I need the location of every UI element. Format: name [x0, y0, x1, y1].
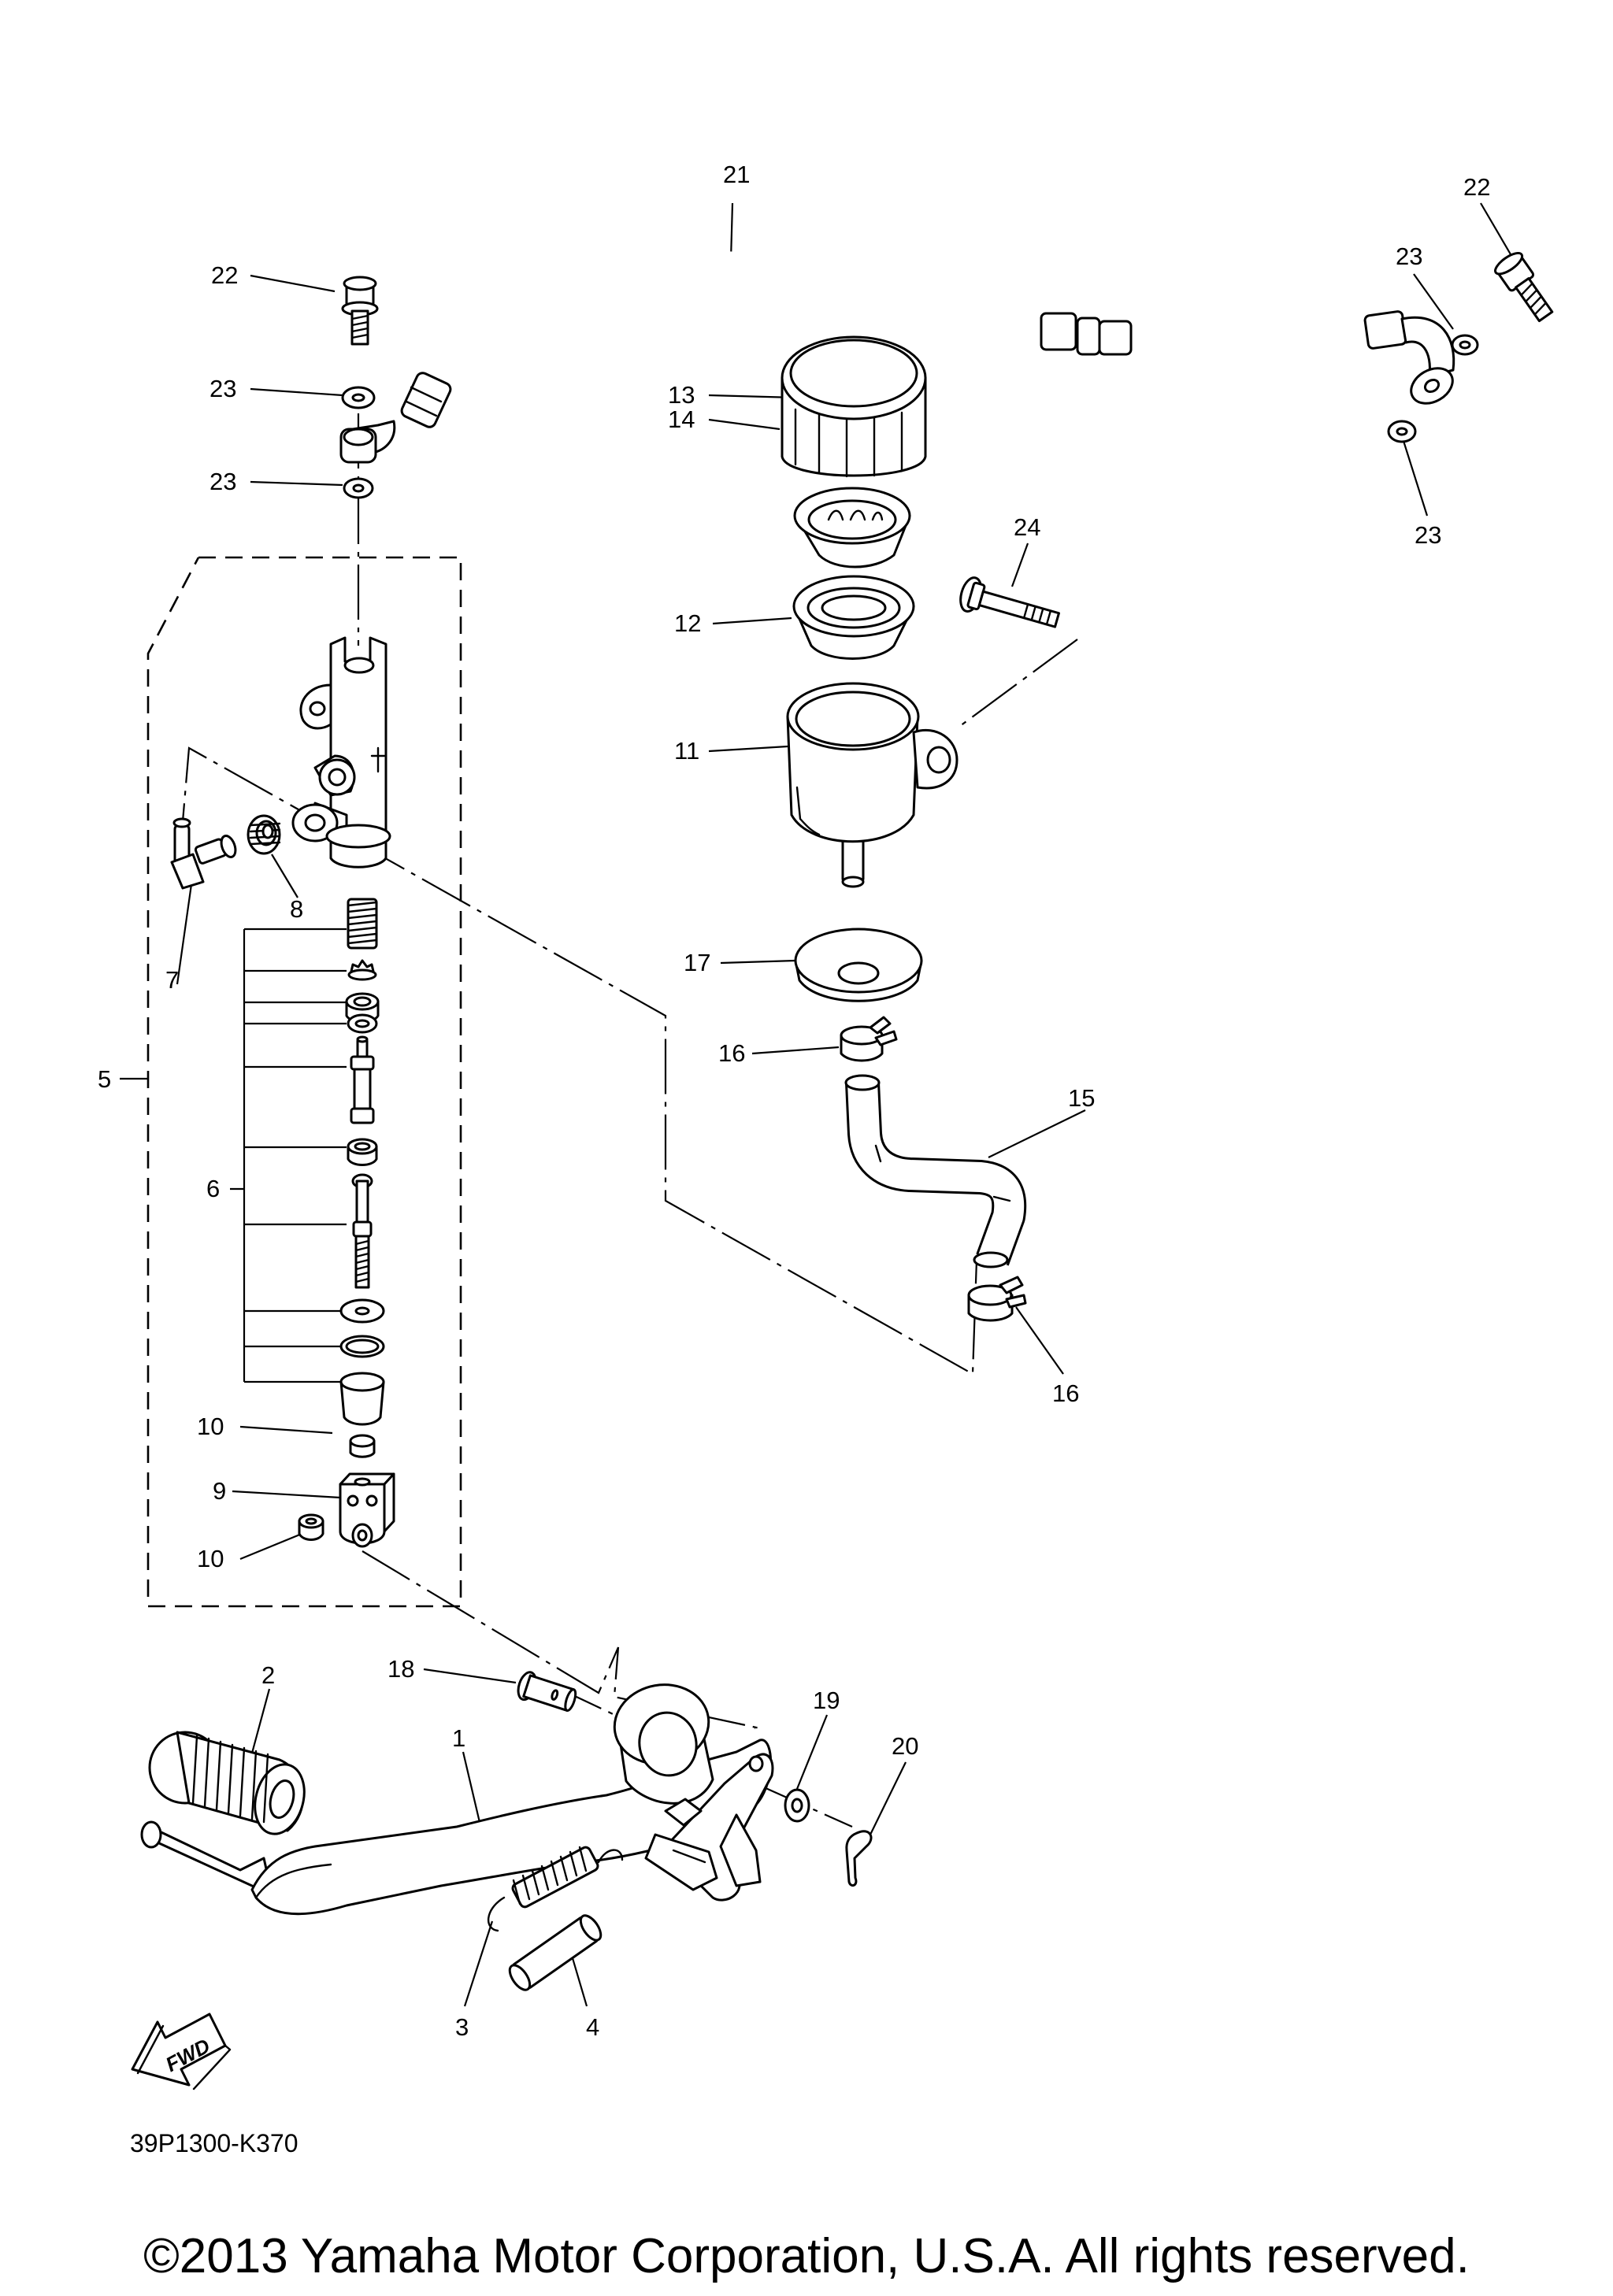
union-bolt-22-right: [1494, 251, 1554, 323]
copper-washers-23-right: [1387, 334, 1479, 443]
callout-10-top: 10: [197, 1413, 224, 1440]
centerlines: [178, 413, 1078, 1828]
footrest-rubber-2: [148, 1731, 306, 1835]
callout-20: 20: [892, 1732, 918, 1760]
callout-23-right-top: 23: [1396, 243, 1422, 270]
hose-clip-16-top: [840, 1016, 898, 1062]
part-code: 39P1300-K370: [130, 2129, 298, 2157]
cylinder-kit-6: [339, 898, 385, 1426]
callout-19: 19: [813, 1687, 840, 1714]
callout-1: 1: [452, 1724, 465, 1752]
callout-3: 3: [455, 2013, 469, 2041]
assembly-5-outline: [146, 556, 462, 1608]
callout-21: 21: [723, 161, 750, 188]
callout-6: 6: [206, 1175, 220, 1202]
callout-8: 8: [290, 895, 303, 923]
cotter-pin-20: [845, 1830, 873, 1887]
reservoir-cap-14: [781, 335, 927, 478]
callout-16-bottom: 16: [1052, 1379, 1079, 1407]
callout-9: 9: [213, 1477, 226, 1505]
return-spring-3: [487, 1846, 624, 1932]
callout-22-right: 22: [1463, 173, 1490, 201]
callout-2: 2: [261, 1661, 275, 1689]
sleeve-4: [508, 1914, 603, 1991]
grommet-17: [794, 928, 923, 1002]
copyright-notice: ©2013 Yamaha Motor Corporation, U.S.A. A…: [143, 2229, 1470, 2283]
callout-15: 15: [1068, 1084, 1095, 1112]
callout-23-left-bottom: 23: [210, 468, 236, 495]
copper-washers-23-left: [339, 386, 377, 499]
callout-22-left: 22: [211, 261, 238, 289]
callout-14: 14: [668, 406, 695, 433]
o-ring-8: [247, 814, 281, 855]
hose-joint-7: [170, 817, 237, 890]
union-bolt-22-left: [341, 276, 379, 346]
master-cylinder-body: [291, 636, 391, 868]
reservoir-hose-15: [844, 1074, 1027, 1268]
diaphragm-12: [792, 575, 915, 660]
bolt-24: [959, 576, 1060, 628]
hose-clip-16-bottom: [967, 1276, 1027, 1322]
callout-10-bottom: 10: [197, 1545, 224, 1572]
callout-4: 4: [586, 2013, 599, 2041]
fwd-arrow: FWD: [131, 2013, 232, 2090]
callout-12: 12: [674, 609, 701, 637]
callout-17: 17: [684, 949, 710, 976]
washer-19: [784, 1788, 810, 1823]
callout-23-right-bottom: 23: [1415, 521, 1441, 549]
brake-pedal-1: [140, 1683, 774, 1916]
diaphragm-plate-13: [793, 487, 911, 568]
callout-18: 18: [387, 1655, 414, 1683]
reservoir-tank-11: [786, 682, 959, 888]
callout-7: 7: [165, 966, 179, 994]
nut-10-top: [349, 1434, 376, 1458]
pin-18: [517, 1671, 577, 1713]
clevis-9: [339, 1472, 395, 1548]
callout-13: 13: [668, 381, 695, 409]
callout-5: 5: [98, 1065, 111, 1093]
callout-11: 11: [674, 737, 699, 765]
callout-16-top: 16: [718, 1039, 745, 1067]
brake-hose-21: [351, 250, 1455, 454]
callout-23-left-top: 23: [210, 375, 236, 402]
callout-24: 24: [1014, 513, 1040, 541]
nut-10-bottom: [298, 1513, 324, 1541]
callout-labels: 21 22 23 23 22 23 23 14 13 24 12 11 17 1…: [98, 161, 1490, 2041]
